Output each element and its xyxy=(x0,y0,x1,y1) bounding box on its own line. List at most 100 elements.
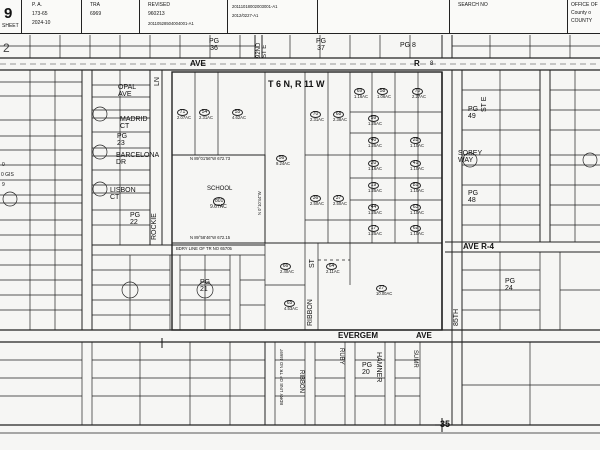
township-label: T 6 N, R 11 W xyxy=(268,79,325,89)
parcel-number: 54 xyxy=(199,109,210,116)
page-ref: PG 36 xyxy=(209,38,220,52)
street-label: ST xyxy=(309,259,316,268)
parcel-number: 58 xyxy=(377,88,388,95)
parcel-number: 37 xyxy=(333,195,344,202)
street-label: HAMNER xyxy=(375,352,382,383)
parcel-number: 68 xyxy=(333,111,344,118)
tra-cell: TRA 6969 xyxy=(82,0,140,33)
pa-value: 173-65 xyxy=(32,11,48,17)
page-ref: PG 24 xyxy=(505,278,516,292)
tra-label: TRA xyxy=(90,2,100,8)
parcel-area: 2.11AC xyxy=(326,269,340,274)
parcel-area: 9.24AC xyxy=(276,161,290,166)
parcel-number: 55 xyxy=(232,109,243,116)
street-label: RIBBON xyxy=(298,370,304,394)
page-ref: PG 49 xyxy=(468,106,479,120)
office-line: COUNTY xyxy=(571,18,593,24)
parcel-number: 59 xyxy=(368,115,379,122)
street-label: SOBEY WAY xyxy=(458,150,483,164)
parcel-number: 17 xyxy=(368,225,379,232)
parcel-number: 70 xyxy=(412,88,423,95)
revised-cell: REVISED 960213 20110528504004001-A1 xyxy=(140,0,228,33)
parcel-area: 1.10AC xyxy=(410,231,424,236)
parcel-area: 1.25AC xyxy=(368,210,382,215)
parcel-area: 2.31AC xyxy=(199,115,213,120)
parcel-number: 27 xyxy=(376,285,387,292)
parcel-area: 2.38AC xyxy=(333,117,347,122)
map-note: 0 xyxy=(2,162,5,168)
parcel-area: 1.25AC xyxy=(368,231,382,236)
school-label: SCHOOL xyxy=(207,186,233,192)
map-note: 9 xyxy=(2,182,5,188)
page-ref: PG 48 xyxy=(468,190,479,204)
street-label: 85TH xyxy=(453,308,460,326)
tra-value: 6969 xyxy=(90,11,102,17)
revised-value: 960213 xyxy=(148,11,165,17)
parcel-number: 36 xyxy=(310,195,321,202)
sheet-label: SHEET xyxy=(2,23,19,29)
parcel-area: 2.07AC xyxy=(177,115,191,120)
parcel-number: 69 xyxy=(354,88,365,95)
parcel-area: 1.25AC xyxy=(368,121,382,126)
street-label: RIBBON xyxy=(307,299,314,326)
bearing-label: N 89°01'56"W 672.73 xyxy=(190,156,231,161)
bearing-label: N 0°10'44"W xyxy=(257,191,262,215)
street-label: AVE xyxy=(416,331,432,340)
street-label: OPAL AVE xyxy=(118,84,137,98)
street-label: BARCELONA DR xyxy=(116,152,160,166)
parcel-area: 1.06AC xyxy=(377,94,391,99)
pa-label: P. A. xyxy=(32,2,42,8)
street-label: R xyxy=(414,59,420,68)
section-number: 35 xyxy=(440,419,451,429)
street-label: 92ND ST E xyxy=(256,42,268,58)
street-label: ROCKIE xyxy=(151,213,158,240)
parcel-area: 2.31AC xyxy=(310,117,324,122)
parcel-number: 62 xyxy=(410,225,421,232)
page-ref: PG 8 xyxy=(400,42,416,49)
parcel-area: 2.50AC xyxy=(310,201,324,206)
street-label: LN xyxy=(154,77,161,86)
pa-cell: P. A. 173-65 2024-10 xyxy=(22,0,82,33)
parcel-number: 40 xyxy=(368,137,379,144)
revision-codes-cell: 20111018002003001-A1 2012/0227-A1 xyxy=(228,0,318,33)
street-label: 8 xyxy=(430,61,434,67)
parcel-number: 66 xyxy=(280,263,291,270)
parcel-area: 2.27AC xyxy=(412,94,426,99)
search-cell: SEARCH NO xyxy=(450,0,568,33)
page-ref: PG 22 xyxy=(130,212,141,226)
street-label: SUMR xyxy=(412,350,418,368)
page-ref: PG 23 xyxy=(117,133,128,147)
street-label: EVERGEM xyxy=(338,331,379,340)
parcel-number: 65 xyxy=(284,300,295,307)
office-line: County o xyxy=(571,10,592,16)
parcel-area: 1.10AC xyxy=(410,210,424,215)
parcel-area: 1.10AC xyxy=(410,166,424,171)
parcel-area: 1.25AC xyxy=(368,188,382,193)
